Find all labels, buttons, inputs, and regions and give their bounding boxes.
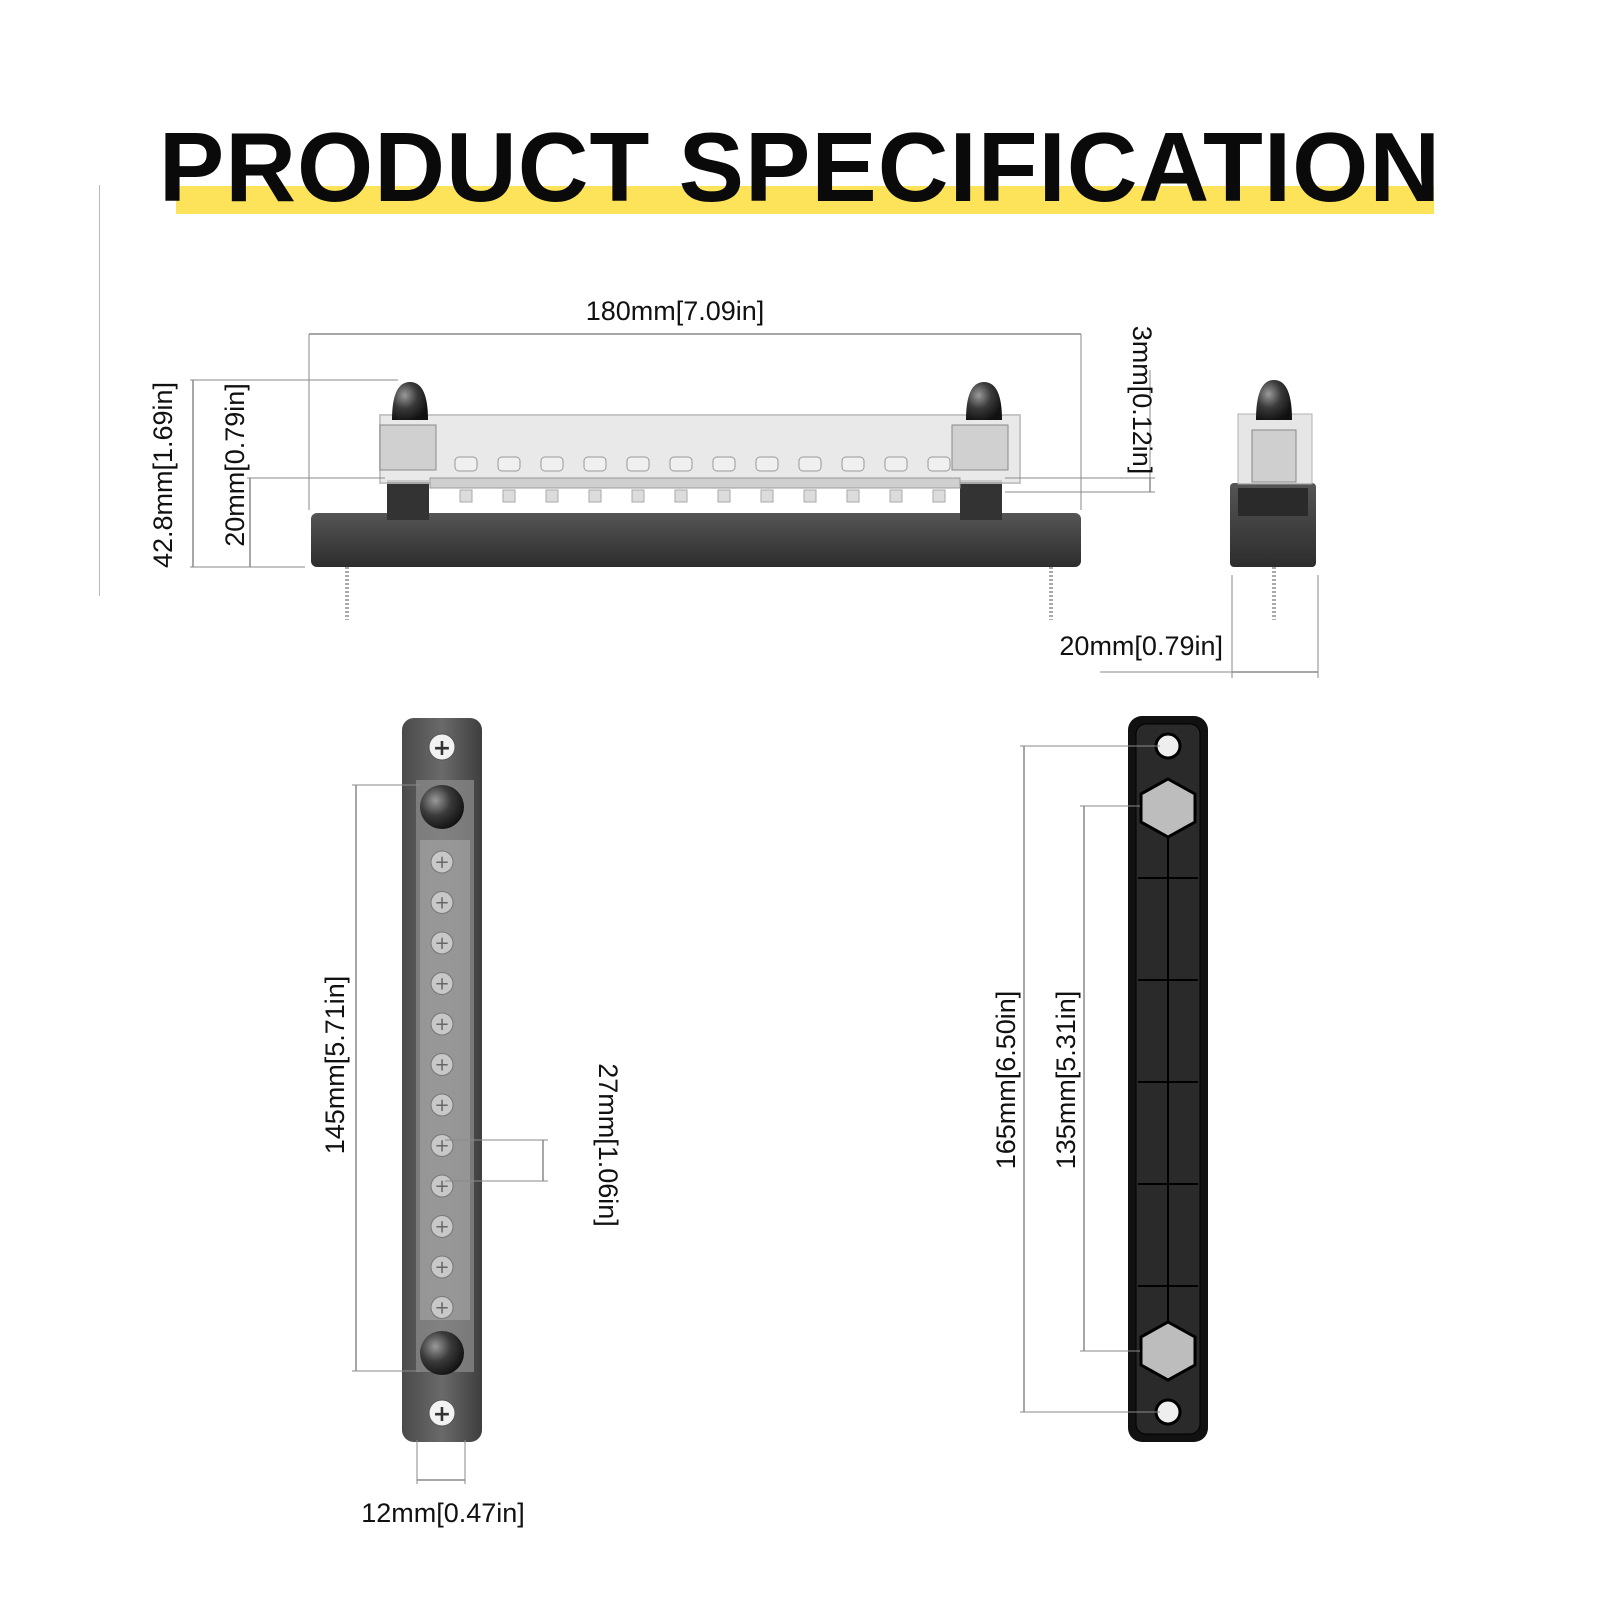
top-terminal-screw-cross: +	[434, 1257, 449, 1278]
front-terminal-screw	[841, 456, 865, 503]
front-bus-bar	[429, 477, 961, 489]
side-nut	[1251, 429, 1297, 483]
front-terminal-screw	[540, 456, 564, 503]
dim-label-screw-pitch: 27mm[1.06in]	[593, 1063, 623, 1227]
front-right-post	[960, 480, 1002, 520]
top-terminal-screw-cross: +	[434, 1014, 449, 1035]
front-terminal-screw	[884, 456, 908, 503]
front-right-knob	[966, 382, 1002, 420]
top-view: + + + + + + + + + + + + + + 145mm[5.71in] 27mm[1.06…	[320, 718, 623, 1528]
top-terminal-screw-cross: +	[434, 852, 449, 873]
dim-label-length: 180mm[7.09in]	[586, 296, 765, 326]
top-terminal-screw	[430, 931, 454, 955]
top-terminal-screw	[430, 1255, 454, 1279]
top-mount-screw-lower	[428, 1399, 456, 1427]
front-terminal-screw	[583, 456, 607, 503]
top-terminal-screw	[430, 1093, 454, 1117]
top-terminal-screw-cross: +	[434, 1176, 449, 1197]
front-view: 180mm[7.09in] 42.8mm[1.69in] 20mm[0.79in…	[148, 296, 1157, 620]
title-highlight-band	[176, 186, 1434, 214]
top-terminal-screw-cross: +	[434, 1095, 449, 1116]
top-knob-upper	[420, 785, 464, 829]
front-terminal-screws	[454, 456, 951, 503]
top-terminal-screw	[430, 891, 454, 914]
top-terminal-screw-cross: +	[434, 933, 449, 954]
bottom-hex-lower	[1139, 1320, 1197, 1382]
top-terminal-screw	[430, 1296, 454, 1319]
dim-label-mount-hole-spacing: 165mm[6.50in]	[991, 991, 1021, 1170]
top-terminal-screw	[430, 1215, 454, 1238]
front-left-knob	[392, 382, 428, 420]
top-terminal-screw	[430, 1053, 454, 1076]
front-terminal-screw	[497, 456, 521, 503]
front-right-nut	[951, 424, 1009, 471]
front-terminal-screw	[626, 456, 650, 503]
front-terminal-screw	[454, 456, 478, 503]
dim-label-bar-width: 12mm[0.47in]	[361, 1498, 525, 1528]
front-terminal-screw	[927, 456, 951, 503]
left-divider-line	[99, 185, 100, 596]
top-terminal-screw	[430, 972, 454, 995]
front-left-post	[387, 480, 429, 520]
side-base-top	[1238, 488, 1308, 516]
front-terminal-screw	[755, 456, 779, 503]
top-bus-bar	[420, 840, 470, 1320]
top-terminal-screw-cross: +	[434, 1298, 449, 1319]
top-terminal-screw	[430, 850, 454, 874]
dim-label-stud-spacing: 145mm[5.71in]	[320, 976, 350, 1155]
dim-label-height: 42.8mm[1.69in]	[148, 382, 178, 568]
front-clear-cover	[379, 414, 1021, 484]
top-terminal-screw-cross: +	[434, 1136, 449, 1157]
front-terminal-screw	[798, 456, 822, 503]
page-title: PRODUCT SPECIFICATION	[158, 112, 1442, 222]
top-mount-screw-lower-cross: +	[433, 1402, 451, 1427]
front-left-nut	[379, 424, 437, 471]
top-terminal-screw-cross: +	[434, 893, 449, 914]
front-terminal-screw	[712, 456, 736, 503]
top-mount-screw-upper-cross: +	[433, 736, 451, 761]
front-terminal-screw	[669, 456, 693, 503]
top-knob-lower	[420, 1331, 464, 1375]
bottom-cross-ribs	[1138, 877, 1198, 1287]
dim-label-hex-spacing: 135mm[5.31in]	[1051, 991, 1081, 1170]
top-terminal-screw-cross: +	[434, 974, 449, 995]
bottom-view: 165mm[6.50in] 135mm[5.31in]	[991, 716, 1208, 1442]
side-view: 20mm[0.79in]	[1059, 380, 1319, 678]
front-base-block	[311, 513, 1081, 567]
top-terminal-screw	[430, 1012, 454, 1036]
dim-label-base-height: 20mm[0.79in]	[220, 383, 250, 547]
top-terminal-screw-cross: +	[434, 1055, 449, 1076]
top-terminal-screw-cross: +	[434, 1217, 449, 1238]
bottom-hex-upper	[1139, 777, 1197, 839]
side-knob	[1256, 380, 1292, 420]
top-mount-screw-upper	[428, 733, 456, 761]
dim-label-side-width: 20mm[0.79in]	[1059, 631, 1223, 661]
dim-label-bar-thickness: 3mm[0.12in]	[1127, 326, 1157, 475]
